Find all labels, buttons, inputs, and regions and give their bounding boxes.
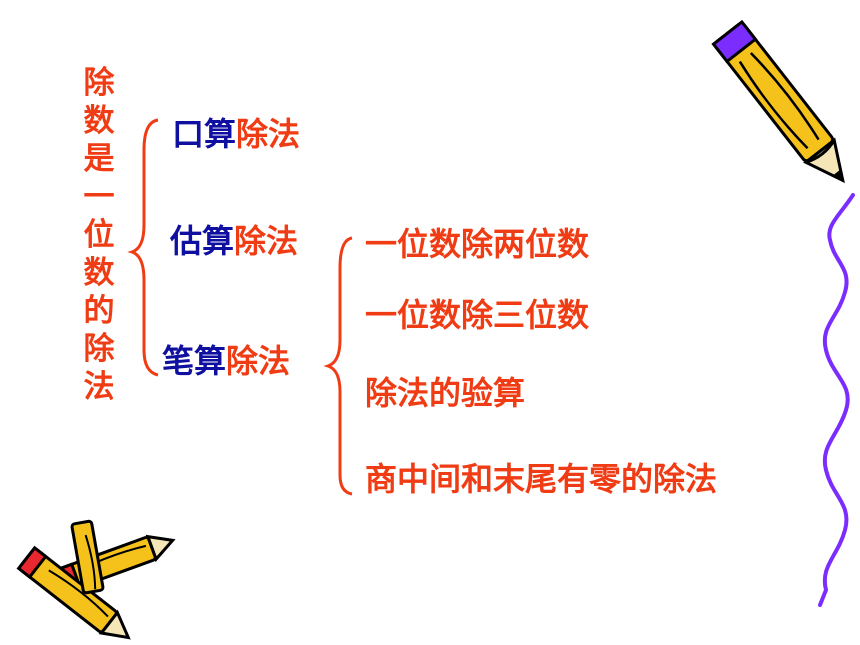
category-written-division: 笔算除法 (162, 345, 290, 377)
crossed-pencils-icon (16, 519, 176, 640)
pencil-icon (711, 19, 845, 184)
category-mental-division: 口算除法 (172, 118, 300, 150)
left-brace (127, 118, 159, 377)
category-prefix: 笔算 (162, 342, 227, 380)
subtopic-1: 一位数除两位数 (365, 225, 590, 263)
category-estimate-division: 估算除法 (170, 225, 298, 257)
right-brace (323, 236, 353, 496)
category-suffix: 除法 (226, 342, 291, 380)
category-suffix: 除法 (234, 222, 299, 260)
subtopic-3: 除法的验算 (365, 374, 526, 412)
category-prefix: 口算 (172, 115, 237, 153)
subtopic-2: 一位数除三位数 (365, 296, 590, 334)
subtopic-4: 商中间和末尾有零的除法 (365, 460, 718, 498)
squiggle-line (818, 193, 855, 607)
main-title: 除数是一位数的除法 (83, 65, 115, 405)
category-prefix: 估算 (170, 222, 235, 260)
category-suffix: 除法 (236, 115, 301, 153)
